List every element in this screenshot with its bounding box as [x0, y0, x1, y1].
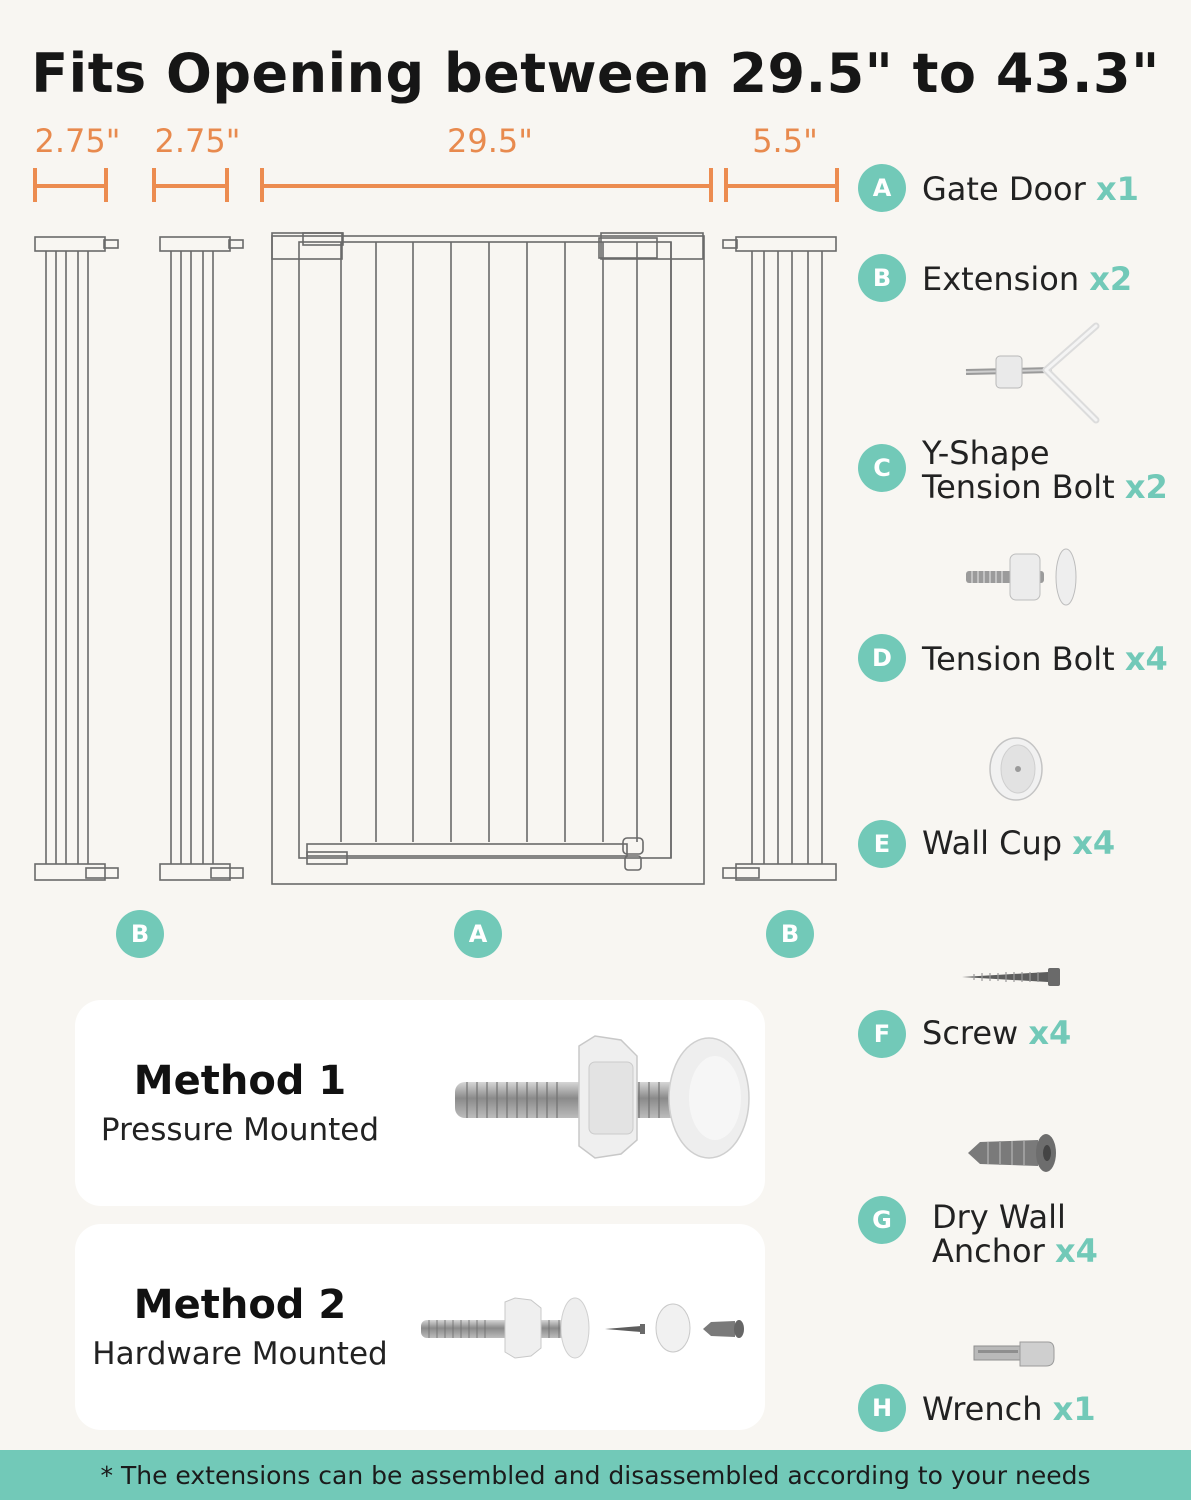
gate-door-diagram: [271, 232, 705, 885]
method-2-card: Method 2 Hardware Mounted: [75, 1224, 765, 1430]
dimension-label-extension-1: 2.75": [34, 122, 121, 160]
method-2-title: Method 2: [133, 1282, 347, 1328]
part-badge-f: F: [858, 1010, 906, 1058]
method-1-subtitle: Pressure Mounted: [100, 1112, 380, 1148]
hardware-mount-parts-icon: [421, 1297, 744, 1359]
wrench-icon: [973, 1341, 1055, 1367]
part-badge-h: H: [858, 1384, 906, 1432]
part-label-extension: Extension x2: [922, 260, 1133, 298]
part-badge-d: D: [858, 634, 906, 682]
footer-note: * The extensions can be assembled and di…: [0, 1450, 1191, 1500]
tension-bolt-icon: [966, 548, 1077, 606]
diagram-badge-gate-door: A: [454, 910, 502, 958]
y-shape-tension-bolt-icon: [965, 322, 1100, 424]
part-badge-a: A: [858, 164, 906, 212]
extension-panel-left-2: [159, 236, 244, 881]
dimension-label-gate: 29.5": [447, 122, 533, 160]
page-title: Fits Opening between 29.5" to 43.3": [31, 42, 1160, 105]
diagram-badge-extension-right: B: [766, 910, 814, 958]
screw-icon: [962, 968, 1060, 986]
part-label-gate-door: Gate Door x1: [922, 170, 1139, 208]
diagram-badge-extension-left: B: [116, 910, 164, 958]
part-badge-e: E: [858, 820, 906, 868]
part-label-tension-bolt: Tension Bolt x4: [922, 640, 1168, 678]
pressure-mount-bolt-icon: [455, 1035, 750, 1159]
part-badge-c: C: [858, 444, 906, 492]
wall-cup-icon: [989, 737, 1043, 801]
part-badge-b: B: [858, 254, 906, 302]
method-1-title: Method 1: [133, 1058, 347, 1104]
part-label-y-shape-tension-bolt: Y-Shape Tension Bolt x2: [922, 434, 1168, 506]
extension-panel-left-1: [34, 236, 119, 881]
dry-wall-anchor-icon: [968, 1134, 1056, 1172]
method-1-card: Method 1 Pressure Mounted: [75, 1000, 765, 1206]
part-label-wall-cup: Wall Cup x4: [922, 824, 1116, 862]
part-label-screw: Screw x4: [922, 1014, 1072, 1052]
extension-panel-right: [722, 236, 837, 881]
part-label-wrench: Wrench x1: [922, 1390, 1096, 1428]
method-2-subtitle: Hardware Mounted: [92, 1336, 388, 1372]
dimension-label-extension-2: 2.75": [154, 122, 241, 160]
part-badge-g: G: [858, 1196, 906, 1244]
part-label-dry-wall-anchor: Dry Wall Anchor x4: [932, 1198, 1098, 1270]
dimension-label-extension-3: 5.5": [752, 122, 818, 160]
